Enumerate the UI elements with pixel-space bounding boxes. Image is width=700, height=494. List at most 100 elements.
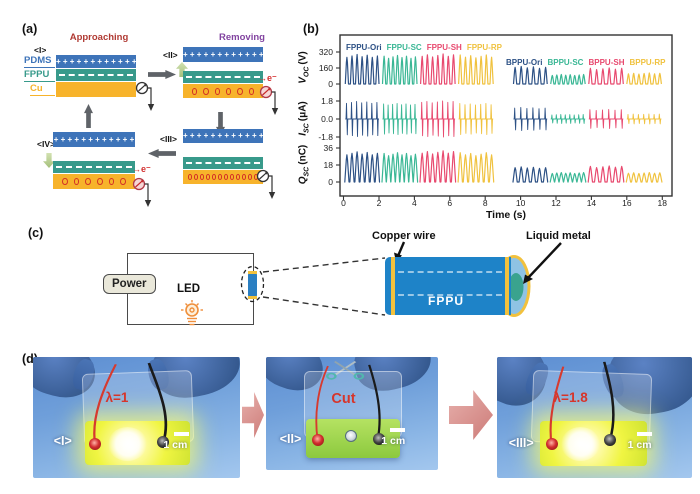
y-tick: 320 <box>318 47 333 57</box>
positive-charge-row: + + + + + + + + + + + + <box>53 135 135 144</box>
y-tick: 0.0 <box>321 114 333 124</box>
copper-wire-label: Copper wire <box>372 230 436 242</box>
wires <box>549 361 615 445</box>
meter-ground-icon <box>135 81 155 111</box>
legend-item: FPPU-Ori <box>346 43 382 52</box>
device-cap-top <box>248 271 257 274</box>
dash-line <box>186 76 260 78</box>
pdms-layer: + + + + + + + + + + + + <box>56 55 136 68</box>
stage-label: <I> <box>53 434 72 449</box>
wires <box>315 364 381 440</box>
cu-layer <box>183 170 263 184</box>
stretch-ratio-annotation: λ=1.8 <box>553 389 588 405</box>
meter-ground-icon <box>132 177 152 207</box>
x-tick: 6 <box>447 198 453 208</box>
terminal-red <box>545 438 558 451</box>
x-tick: 14 <box>586 198 597 208</box>
terminal-black <box>157 435 170 448</box>
electron-arrow-icon: → <box>132 164 141 174</box>
stage-label: <II> <box>279 431 302 446</box>
terminal-black <box>372 432 385 445</box>
dash-line <box>186 162 260 164</box>
copper-wire-ring-right <box>505 257 509 315</box>
fppu-cylinder <box>385 257 511 315</box>
state-ii-label: <II> <box>163 50 178 60</box>
removing-title: Removing <box>219 32 265 43</box>
pdms-layer-label: PDMS <box>24 55 55 68</box>
cylinder-dash-line <box>398 294 502 296</box>
legend-item: FPPU-SH <box>426 43 462 52</box>
arrow-iv-to-i <box>84 104 93 128</box>
y-tick: 0 <box>328 177 333 187</box>
meter-ground-icon <box>259 85 279 115</box>
arrow-ii-to-iii <box>216 112 225 136</box>
x-axis-label: Time (s) <box>485 209 527 221</box>
triboelectric-output-chart <box>336 34 673 200</box>
y-tick: 0 <box>328 79 333 89</box>
flow-arrow-1 <box>242 392 264 438</box>
led-component <box>345 430 358 443</box>
fppu-layer <box>53 161 135 173</box>
pdms-layer: + + + + + + + + + + + + <box>183 129 263 143</box>
scale-text: 1 cm <box>627 439 652 452</box>
y-tick: 160 <box>318 63 333 73</box>
state-i-label: <I> <box>34 45 47 55</box>
x-tick: 8 <box>482 198 488 208</box>
scale-bar <box>637 432 653 436</box>
stretch-ratio-annotation: λ=1 <box>105 389 129 405</box>
flow-arrow-2 <box>449 390 493 440</box>
tens-device-small <box>248 273 257 297</box>
x-tick: 16 <box>622 198 632 208</box>
positive-charge-row: + + + + + + + + + + + + <box>183 50 263 59</box>
device-cap-bottom <box>248 296 257 299</box>
led-bulb-icon <box>181 300 203 326</box>
positive-charge-row: + + + + + + + + + + + + <box>56 57 136 66</box>
legend-item: BPPU-SC <box>547 58 584 67</box>
scale-text: 1 cm <box>163 439 188 452</box>
x-tick: 10 <box>515 198 526 208</box>
y-tick: -1.8 <box>318 132 333 142</box>
state-iv-label: <IV> <box>37 139 55 149</box>
x-tick: 4 <box>411 198 417 208</box>
electron-flow-label: →e⁻ <box>132 164 151 174</box>
pdms-layer: + + + + + + + + + + + + <box>53 132 135 147</box>
positive-charges <box>53 174 135 189</box>
pdms-layer: + + + + + + + + + + + + <box>183 47 263 62</box>
fppu-layer-label: FPPU <box>24 69 55 82</box>
y-tick: 1.8 <box>321 96 333 106</box>
stage-label: <III> <box>508 435 534 450</box>
legend-item: BPPU-SH <box>588 58 625 67</box>
y-tick: 18 <box>323 160 333 170</box>
wires <box>93 362 168 445</box>
led-glow <box>561 427 601 462</box>
legend-item: FPPU-RP <box>466 43 502 52</box>
liquid-metal-label: Liquid metal <box>526 230 591 242</box>
scissors-icon <box>326 360 365 380</box>
legend-bppu: BPPU-Ori BPPU-SC BPPU-SH BPPU-RP <box>506 58 666 67</box>
led-glow <box>107 427 147 462</box>
state-iii-label: <III> <box>160 134 178 144</box>
legend-item: BPPU-Ori <box>506 58 543 67</box>
x-tick: 0 <box>341 198 346 208</box>
terminal-black <box>604 434 617 447</box>
led-label: LED <box>177 283 200 295</box>
dash-line <box>59 74 133 76</box>
scale-bar <box>389 428 405 432</box>
cu-layer <box>53 174 135 189</box>
power-source: Power <box>103 274 156 294</box>
arrow-iii-to-iv <box>148 149 176 158</box>
meter-ground-icon <box>256 169 276 199</box>
electron-flow-label: →e⁻ <box>258 73 277 83</box>
cylinder-dash-line <box>398 271 502 273</box>
cu-layer-label: Cu <box>30 83 55 96</box>
scale-bar <box>173 432 189 436</box>
cylinder-fppu-label: FPPU <box>428 294 465 308</box>
legend-item: BPPU-RP <box>629 58 666 67</box>
cu-layer <box>183 84 263 98</box>
y-tick: 36 <box>323 143 333 153</box>
panel-a-label: (a) <box>22 22 38 36</box>
photo-stage-3: λ=1.8 <III> 1 cm <box>497 357 692 478</box>
positive-charges <box>183 170 263 184</box>
legend-fppu: FPPU-Ori FPPU-SC FPPU-SH FPPU-RP <box>346 43 502 52</box>
